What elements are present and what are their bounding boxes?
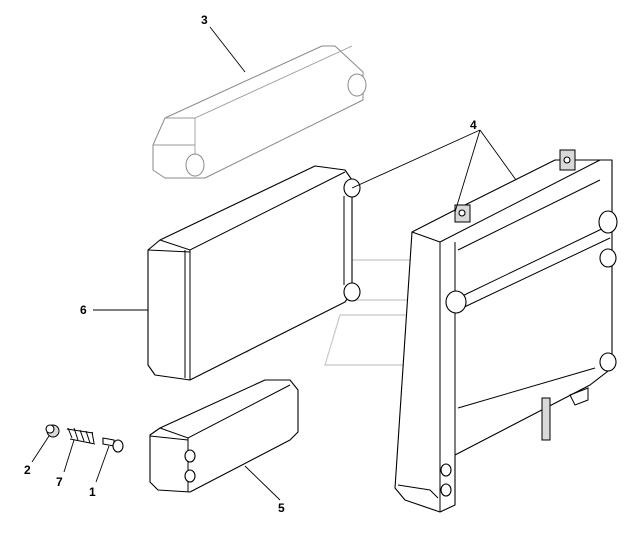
callout-3: 3 [201, 13, 208, 27]
callout-4: 4 [470, 118, 477, 132]
part-3-charge-air-cooler [152, 45, 367, 179]
part-5-small-cooler [149, 379, 299, 493]
part-4-frame-assembly [394, 149, 618, 513]
part-6-radiator-core [147, 165, 361, 381]
part-2-nut [45, 424, 60, 438]
callout-5: 5 [278, 501, 285, 515]
part-7-spring [66, 427, 96, 445]
callout-1: 1 [89, 485, 96, 499]
leader-lines [31, 26, 517, 501]
callout-labels: 3 4 6 2 7 1 5 [24, 13, 477, 515]
callout-2: 2 [24, 463, 31, 477]
callout-6: 6 [80, 303, 87, 317]
part-1-bolt [102, 437, 124, 453]
callout-7: 7 [56, 475, 63, 489]
